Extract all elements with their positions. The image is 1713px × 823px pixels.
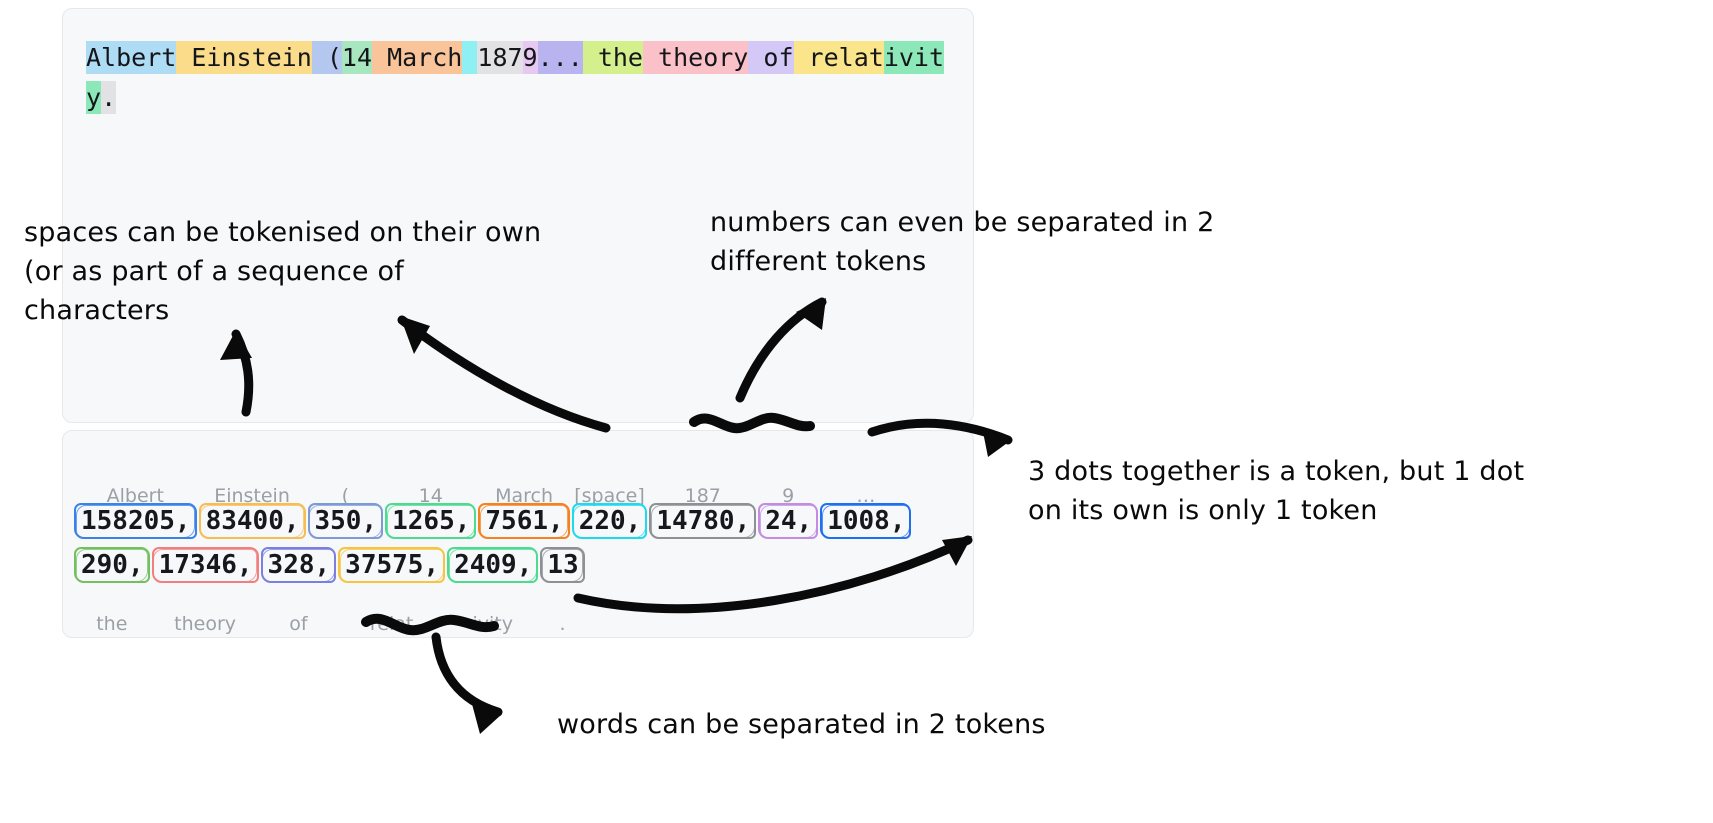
text-token-15: . [101,81,117,114]
token-label: theory [174,613,237,635]
text-token-12: of [748,41,794,74]
arrow-words-down [431,632,503,717]
token-id-value: 13 [547,550,579,580]
token-id-chip[interactable]: 13 [540,547,585,583]
token-id-chip[interactable]: 1008, [820,503,912,539]
token-id-value: 24, [765,506,813,536]
token-label: of [289,613,308,635]
token-label: Einstein [214,485,290,507]
token-id-value: 37575, [345,550,440,580]
token-label: ( [341,485,350,507]
text-token-0: Albert [86,41,177,74]
token-id-value: 158205, [81,506,191,536]
token-label: the [96,613,128,635]
text-token-5: March [372,41,463,74]
annotation-words: words can be separated in 2 tokens [557,709,1046,740]
token-id-chip[interactable]: 17346, [151,547,259,583]
text-token-13: relat [793,41,884,74]
text-token-3: ( [326,41,342,74]
token-id-value: 83400, [205,506,300,536]
token-id-value: 350, [314,506,378,536]
token-id-chip[interactable]: 158205, [74,503,197,539]
token-id-value: 7561, [485,506,564,536]
token-id-line: 158205, 83400, 350, 1265, 7561, 220, 14780, 24,… [74,503,954,549]
token-label: 9 [782,485,795,507]
token-id-chip[interactable]: 14780, [649,503,757,539]
token-id-value: 17346, [158,550,253,580]
token-id-chip[interactable]: 2409, [447,547,539,583]
arrowhead-words-down [472,704,502,734]
text-token-6 [462,41,478,74]
tokenised-text-preview: Albert Einstein (14 March 1879... the th… [86,38,956,118]
token-id-chip[interactable]: 328, [260,547,337,583]
token-id-chip[interactable]: 350, [307,503,384,539]
token-id-chip[interactable]: 7561, [478,503,570,539]
token-label: relat [369,613,414,635]
text-token-10: the [582,41,643,74]
text-token-4: 14 [341,41,373,74]
token-id-value: 14780, [656,506,751,536]
token-label: ivity [472,613,513,635]
text-token-8: 9 [522,41,538,74]
token-label: [space] [574,485,645,507]
token-id-value: 290, [81,550,144,580]
token-id-chip[interactable]: 37575, [338,547,446,583]
token-label: 187 [684,485,721,507]
text-token-11: theory [642,41,749,74]
token-id-chip[interactable]: 220, [571,503,648,539]
token-label: Albert [106,485,164,507]
token-id-chip[interactable]: 24, [758,503,819,539]
annotation-spaces: spaces can be tokenised on their own (or… [24,217,542,326]
token-id-line: 290, 17346, 328, 37575, 2409, 13 [74,547,954,593]
text-token-1: Einstein [176,41,312,74]
token-label: … [856,485,876,507]
token-id-value: 2409, [454,550,533,580]
annotation-numbers: numbers can even be separated in 2 diffe… [710,207,1215,277]
token-label: March [495,485,554,507]
token-id-value: 328, [267,550,331,580]
token-id-value: 1265, [392,506,471,536]
text-token-7: 187 [477,41,523,74]
token-id-value: 220, [578,506,642,536]
annotation-three-dots: 3 dots together is a token, but 1 dot on… [1028,456,1525,526]
token-label: . [559,613,566,635]
token-id-chip[interactable]: 83400, [198,503,306,539]
token-id-chip[interactable]: 1265, [385,503,477,539]
token-label: 14 [418,485,443,507]
arrowhead-three-dots [982,427,1010,457]
token-id-chip[interactable]: 290, [74,547,150,583]
text-token-2 [311,41,327,74]
token-id-rows: 158205, 83400, 350, 1265, 7561, 220, 14780, 24,… [74,503,954,593]
text-token-9: ... [537,41,583,74]
token-id-value: 1008, [827,506,906,536]
